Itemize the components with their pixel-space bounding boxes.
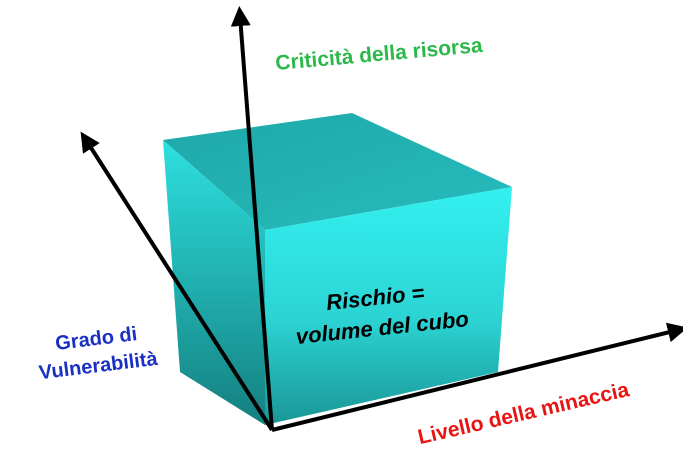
vertical-axis-label: Criticità della risorsa — [274, 34, 483, 75]
cube-front-face — [265, 187, 512, 425]
cube-left-face — [163, 140, 265, 425]
vertical-axis — [230, 6, 274, 431]
horizontal-axis-label: Livello della minaccia — [416, 378, 632, 449]
depth-axis — [80, 131, 274, 432]
horizontal-axis — [271, 322, 683, 432]
depth-axis-label-line1: Grado di — [54, 323, 138, 355]
